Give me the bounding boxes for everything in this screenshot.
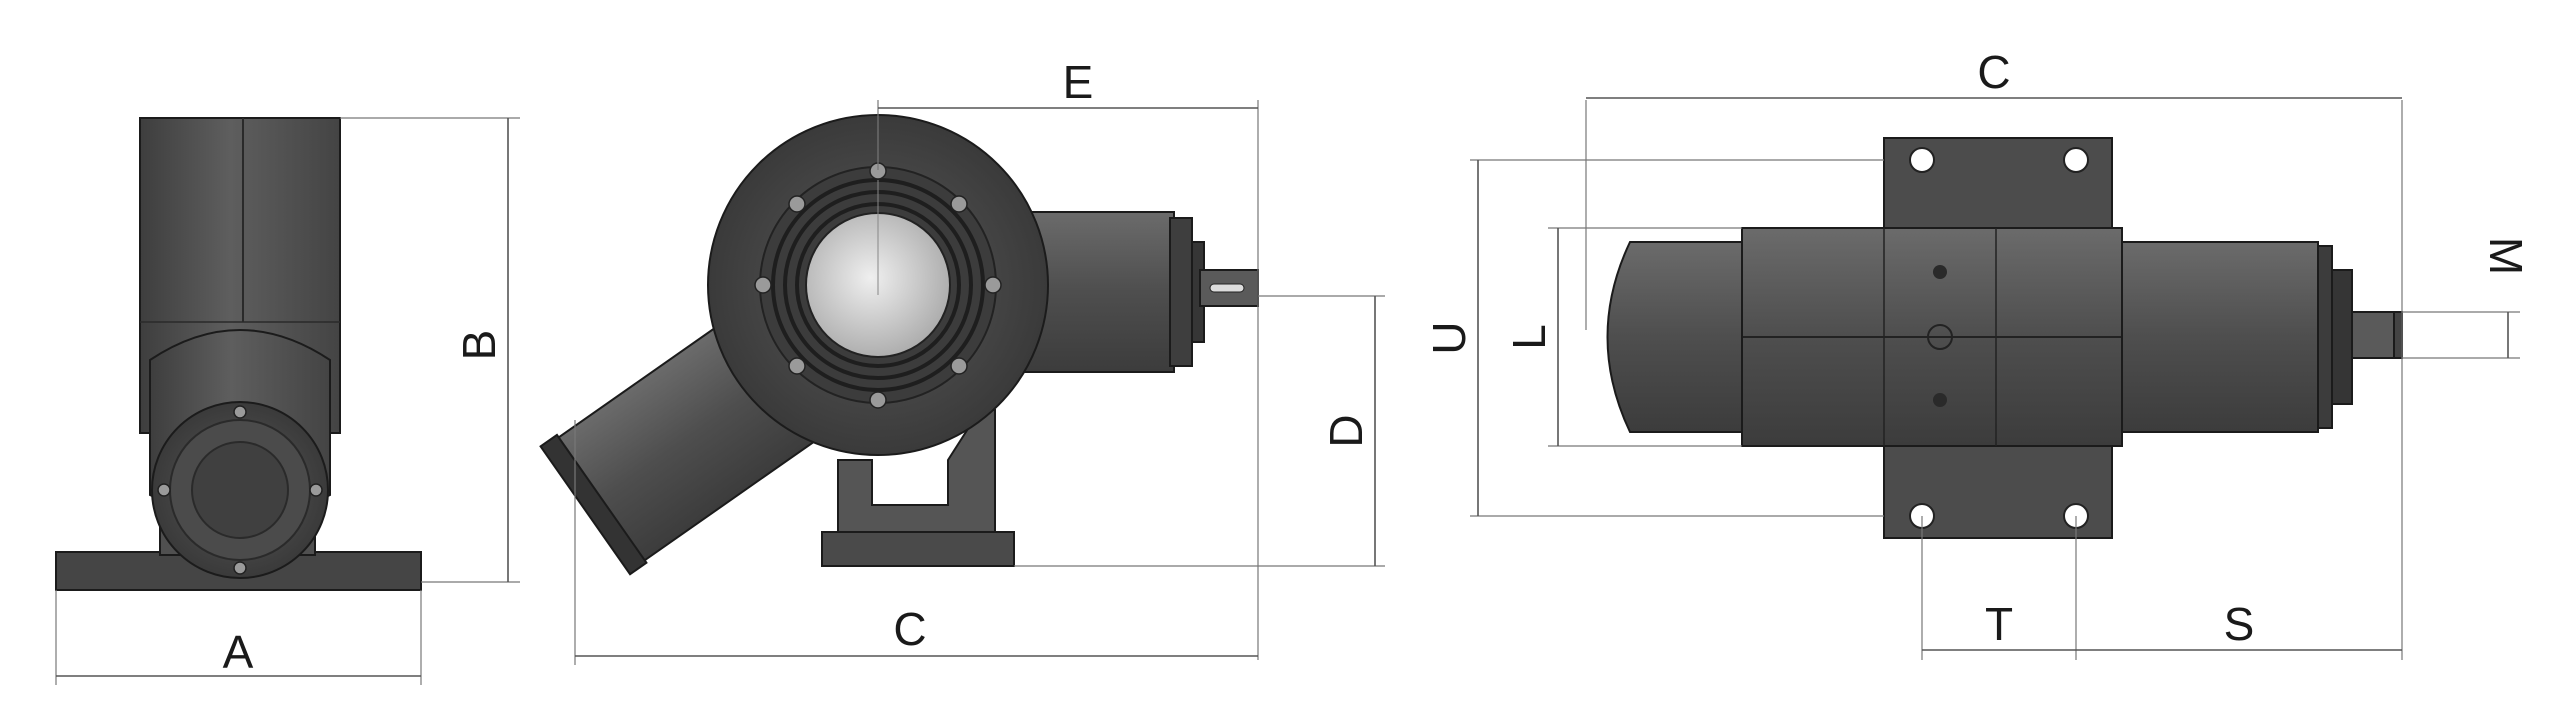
dim-label-l: L: [1503, 324, 1555, 350]
dim-label-t: T: [1985, 598, 2013, 650]
dim-label-a: A: [223, 626, 254, 678]
dim-label-c-side: C: [893, 603, 926, 655]
dim-label-u: U: [1423, 321, 1475, 354]
front-view: A B: [55, 117, 520, 685]
top-view: C U L M T S: [1423, 46, 2532, 660]
dim-label-c-top: C: [1977, 46, 2010, 98]
dim-label-m: M: [2480, 237, 2532, 275]
dim-label-e: E: [1063, 56, 1094, 108]
dim-label-d: D: [1320, 414, 1372, 447]
dim-label-s: S: [2224, 598, 2255, 650]
side-view: E D C: [539, 56, 1385, 665]
dim-label-b: B: [453, 330, 505, 361]
